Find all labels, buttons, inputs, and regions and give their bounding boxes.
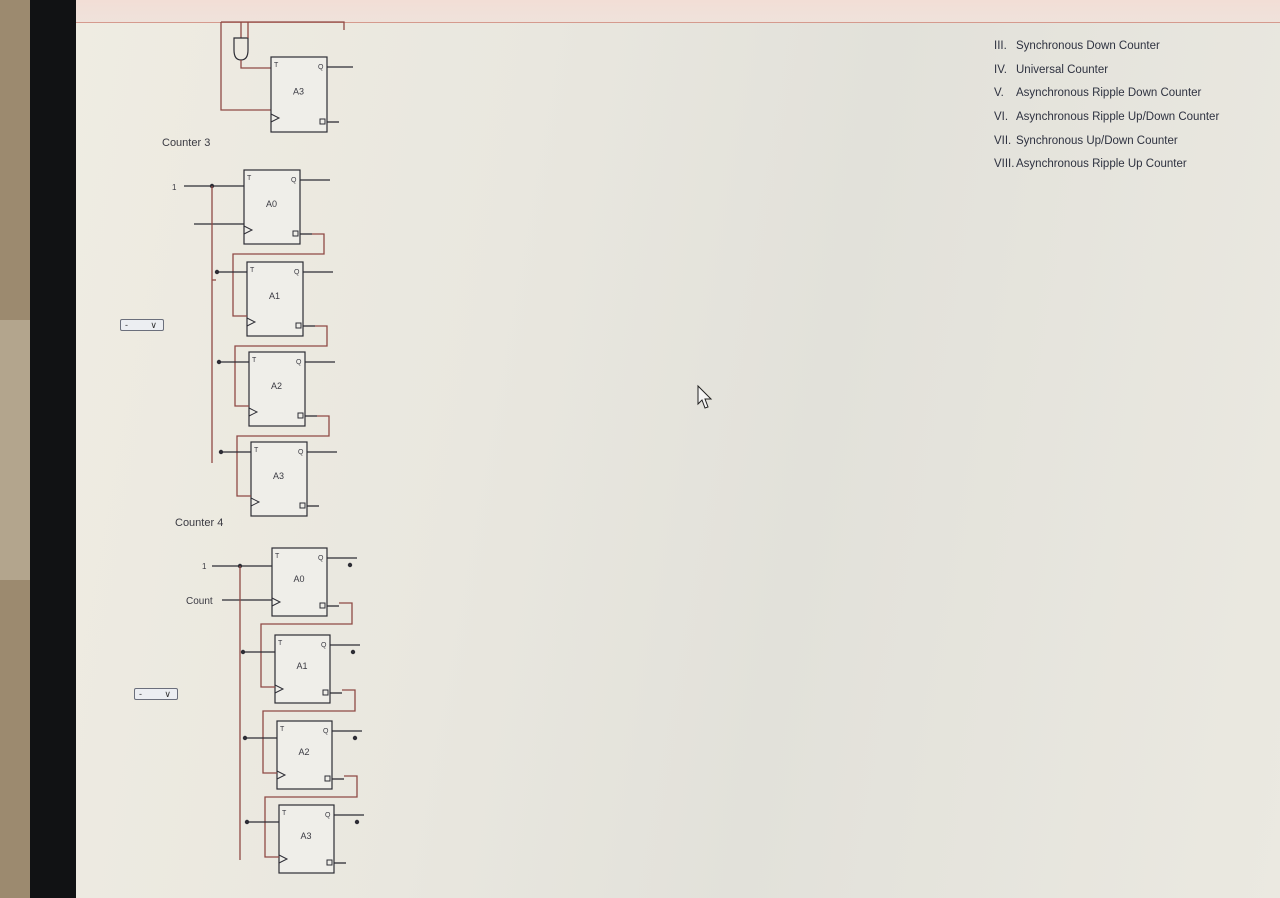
flip-flop-box xyxy=(250,441,308,517)
flip-flop-name: A0 xyxy=(266,199,277,209)
counter3-answer-select[interactable]: - ∨ xyxy=(120,319,164,331)
input-one-label: 1 xyxy=(172,183,177,192)
wire xyxy=(221,21,345,30)
q-pin-label: Q xyxy=(296,359,302,366)
clock-triangle xyxy=(243,225,254,235)
qbar-pin xyxy=(295,322,302,329)
count-label: Count xyxy=(186,596,213,607)
qbar-pin xyxy=(319,118,326,125)
t-pin-label: T xyxy=(278,640,283,647)
chevron-down-icon: ∨ xyxy=(164,689,171,699)
clock-triangle xyxy=(278,854,289,864)
chevron-down-icon: ∨ xyxy=(150,320,157,330)
wire xyxy=(232,233,325,317)
t-pin-label: T xyxy=(282,810,287,817)
option-item: VIII.Asynchronous Ripple Up Counter xyxy=(994,158,1187,171)
t-pin-label: T xyxy=(274,62,279,69)
flip-flop-name: A3 xyxy=(293,87,304,97)
qbar-pin xyxy=(326,859,333,866)
junction-dot xyxy=(352,735,358,741)
option-item: VI.Asynchronous Ripple Up/Down Counter xyxy=(994,111,1220,124)
flip-flop-box xyxy=(276,720,333,790)
flip-flop-name: A1 xyxy=(269,291,280,301)
q-pin-label: Q xyxy=(294,269,300,276)
junction-dot xyxy=(240,649,246,655)
clock-triangle xyxy=(246,317,257,327)
wire xyxy=(240,60,271,69)
wire xyxy=(264,775,358,858)
flip-flop-box xyxy=(274,634,331,704)
qbar-pin xyxy=(297,412,304,419)
flip-flop-name: A0 xyxy=(294,574,305,584)
qbar-pin xyxy=(299,502,306,509)
wire xyxy=(234,325,328,407)
and-gate xyxy=(233,37,249,61)
junction-dot xyxy=(350,649,356,655)
flip-flop-box xyxy=(243,169,301,245)
junction-dot xyxy=(347,562,353,568)
q-pin-label: Q xyxy=(323,728,329,735)
clock-triangle xyxy=(250,497,261,507)
junction-dot xyxy=(216,359,222,365)
t-pin-label: T xyxy=(254,447,259,454)
junction-dot xyxy=(354,819,360,825)
junction-dot xyxy=(244,819,250,825)
wire xyxy=(220,22,271,111)
flip-flop-name: A3 xyxy=(301,831,312,841)
flip-flop-name: A2 xyxy=(271,381,282,391)
flip-flop-box xyxy=(271,547,328,617)
qbar-pin xyxy=(324,775,331,782)
input-one-label: 1 xyxy=(202,562,207,571)
junction-dot xyxy=(242,735,248,741)
flip-flop-box xyxy=(270,56,328,133)
option-item: III.Synchronous Down Counter xyxy=(994,40,1160,52)
wire xyxy=(260,602,353,688)
q-pin-label: Q xyxy=(298,449,304,456)
t-pin-label: T xyxy=(247,175,252,182)
qbar-pin xyxy=(292,230,299,237)
clock-triangle xyxy=(270,113,281,123)
option-item: VII.Synchronous Up/Down Counter xyxy=(994,134,1178,147)
q-pin-label: Q xyxy=(318,64,324,71)
q-pin-label: Q xyxy=(325,812,331,819)
q-pin-label: Q xyxy=(318,555,324,562)
top-bar xyxy=(76,0,1280,23)
t-pin-label: T xyxy=(250,267,255,274)
clock-triangle xyxy=(248,407,259,417)
clock-triangle xyxy=(271,597,282,607)
option-item: V.Asynchronous Ripple Down Counter xyxy=(994,87,1202,100)
select-value: - xyxy=(139,689,142,699)
clock-triangle xyxy=(276,770,287,780)
qbar-pin xyxy=(319,602,326,609)
counter4-answer-select[interactable]: - ∨ xyxy=(134,688,178,700)
t-pin-label: T xyxy=(280,726,285,733)
flip-flop-box xyxy=(278,804,335,874)
counter3-label: Counter 3 xyxy=(162,137,211,149)
junction-dot xyxy=(214,269,220,275)
q-pin-label: Q xyxy=(291,177,297,184)
qbar-pin xyxy=(322,689,329,696)
counter4-label: Counter 4 xyxy=(175,517,224,529)
wire xyxy=(262,689,356,774)
clock-triangle xyxy=(274,684,285,694)
flip-flop-box xyxy=(246,261,304,337)
flip-flop-name: A3 xyxy=(273,471,284,481)
q-pin-label: Q xyxy=(321,642,327,649)
flip-flop-name: A2 xyxy=(299,747,310,757)
junction-dot xyxy=(218,449,224,455)
option-item: IV.Universal Counter xyxy=(994,63,1109,76)
select-value: - xyxy=(125,320,128,330)
answer-options-list: III.Synchronous Down Counter IV.Universa… xyxy=(994,36,1219,178)
t-pin-label: T xyxy=(252,357,257,364)
t-pin-label: T xyxy=(275,553,280,560)
flip-flop-name: A1 xyxy=(297,661,308,671)
flip-flop-box xyxy=(248,351,306,427)
wire xyxy=(236,415,330,497)
